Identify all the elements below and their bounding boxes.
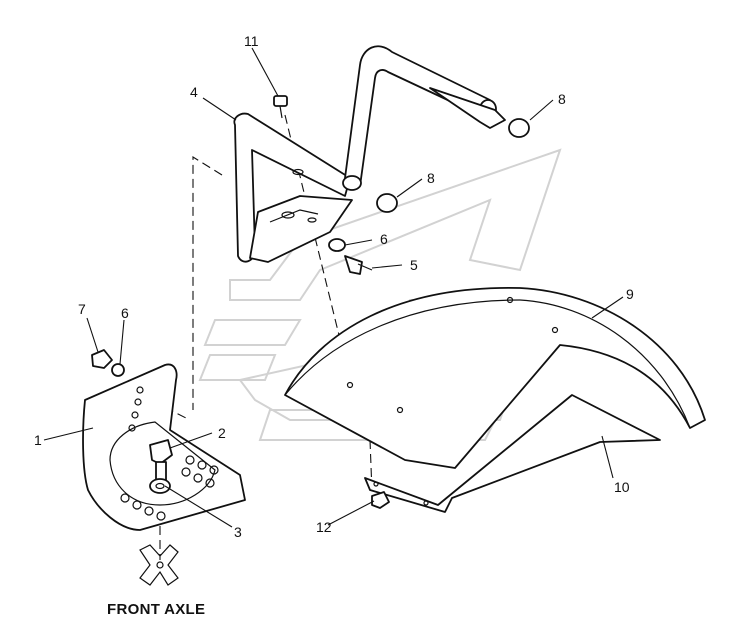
end-caps [376,118,530,213]
label-9: 9 [626,286,634,302]
label-12: 12 [316,519,332,535]
label-4: 4 [190,84,198,100]
label-5: 5 [410,257,418,273]
label-7: 7 [78,301,86,317]
fender [284,287,706,469]
leader-lines [43,47,624,528]
bolt-and-washer [328,238,373,275]
part-labels: 11 4 8 8 6 5 9 7 6 1 2 3 10 12 [34,33,634,540]
center-bolt-and-washer [149,439,173,494]
nut-and-washer [91,349,125,377]
label-8-lower: 8 [427,170,435,186]
fender-bracket [364,394,661,513]
label-3: 3 [234,524,242,540]
small-bolt [273,95,288,119]
label-8-upper: 8 [558,91,566,107]
handrail-tube [342,45,506,191]
label-6-upper: 6 [380,231,388,247]
support-bracket [233,112,353,263]
label-1: 1 [34,432,42,448]
caption-front-axle: FRONT AXLE [107,601,205,618]
fender-nut [371,491,390,509]
label-11: 11 [244,33,259,49]
label-2: 2 [218,425,226,441]
front-axle-marker [139,544,179,586]
label-10: 10 [614,479,630,495]
bracket-holes [120,386,219,521]
label-6-lower: 6 [121,305,129,321]
